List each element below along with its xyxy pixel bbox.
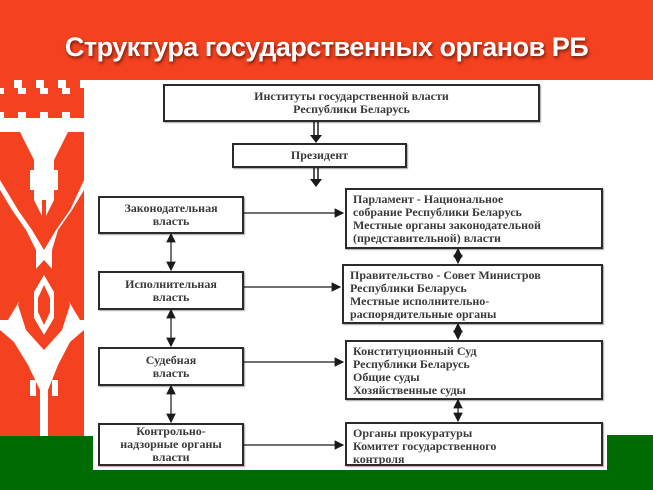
root-line-2: Республики Беларусь: [293, 102, 410, 116]
branch-executive: Исполнительная власть: [98, 271, 244, 310]
branch-line: надзорные органы: [120, 437, 222, 451]
body-line: Комитет государственного: [353, 439, 497, 453]
branch-line: власть: [152, 214, 190, 228]
body-line: контроля: [353, 452, 405, 466]
flag-green-band-right: [607, 435, 653, 490]
branch-line: Судебная: [145, 352, 197, 367]
bodies-executive: Правительство - Совет Министров Республи…: [342, 264, 603, 324]
body-line: (представительной) власти: [353, 231, 501, 245]
branch-judicial: Судебная власть: [98, 347, 244, 386]
branch-line: власть: [152, 289, 190, 304]
president-label: Президент: [290, 148, 349, 162]
body-line: Конституционный Суд: [353, 344, 477, 358]
panel-right-margin: [607, 80, 653, 435]
branch-line: Законодательная: [124, 201, 218, 215]
bodies-legislative: Парламент - Национальное собрание Респуб…: [345, 188, 603, 249]
body-line: Местные исполнительно-: [350, 294, 490, 308]
bodies-control: Органы прокуратуры Комитет государственн…: [345, 422, 603, 466]
body-line: распорядительные органы: [350, 307, 497, 321]
body-line: Местные органы законодательной: [353, 218, 541, 232]
body-line: Парламент - Национальное: [353, 192, 504, 206]
body-line: Общие суды: [353, 370, 420, 384]
president-box: Президент: [232, 143, 407, 168]
branch-control: Контрольно- надзорные органы власти: [98, 423, 244, 466]
slide-title: Структура государственных органов РБ: [64, 32, 589, 62]
branch-legislative: Законодательная власть: [98, 196, 244, 234]
branch-line: власть: [152, 365, 190, 380]
root-box: Институты государственной власти Республ…: [163, 84, 540, 122]
header-bar: Структура государственных органов РБ: [0, 0, 653, 80]
body-line: Органы прокуратуры: [353, 426, 473, 440]
root-line-1: Институты государственной власти: [254, 89, 449, 103]
branch-line: Исполнительная: [125, 276, 217, 291]
body-line: Республики Беларусь: [353, 357, 470, 371]
body-line: Хозяйственные суды: [353, 383, 466, 397]
branch-line: Контрольно-: [136, 424, 206, 438]
belarus-ornament: [0, 80, 88, 436]
body-line: Республики Беларусь: [350, 281, 467, 295]
body-line: собрание Республики Беларусь: [353, 205, 522, 219]
body-line: Правительство - Совет Министров: [350, 268, 541, 282]
branch-line: власти: [152, 450, 190, 464]
bodies-judicial: Конституционный Суд Республики Беларусь …: [345, 340, 603, 400]
